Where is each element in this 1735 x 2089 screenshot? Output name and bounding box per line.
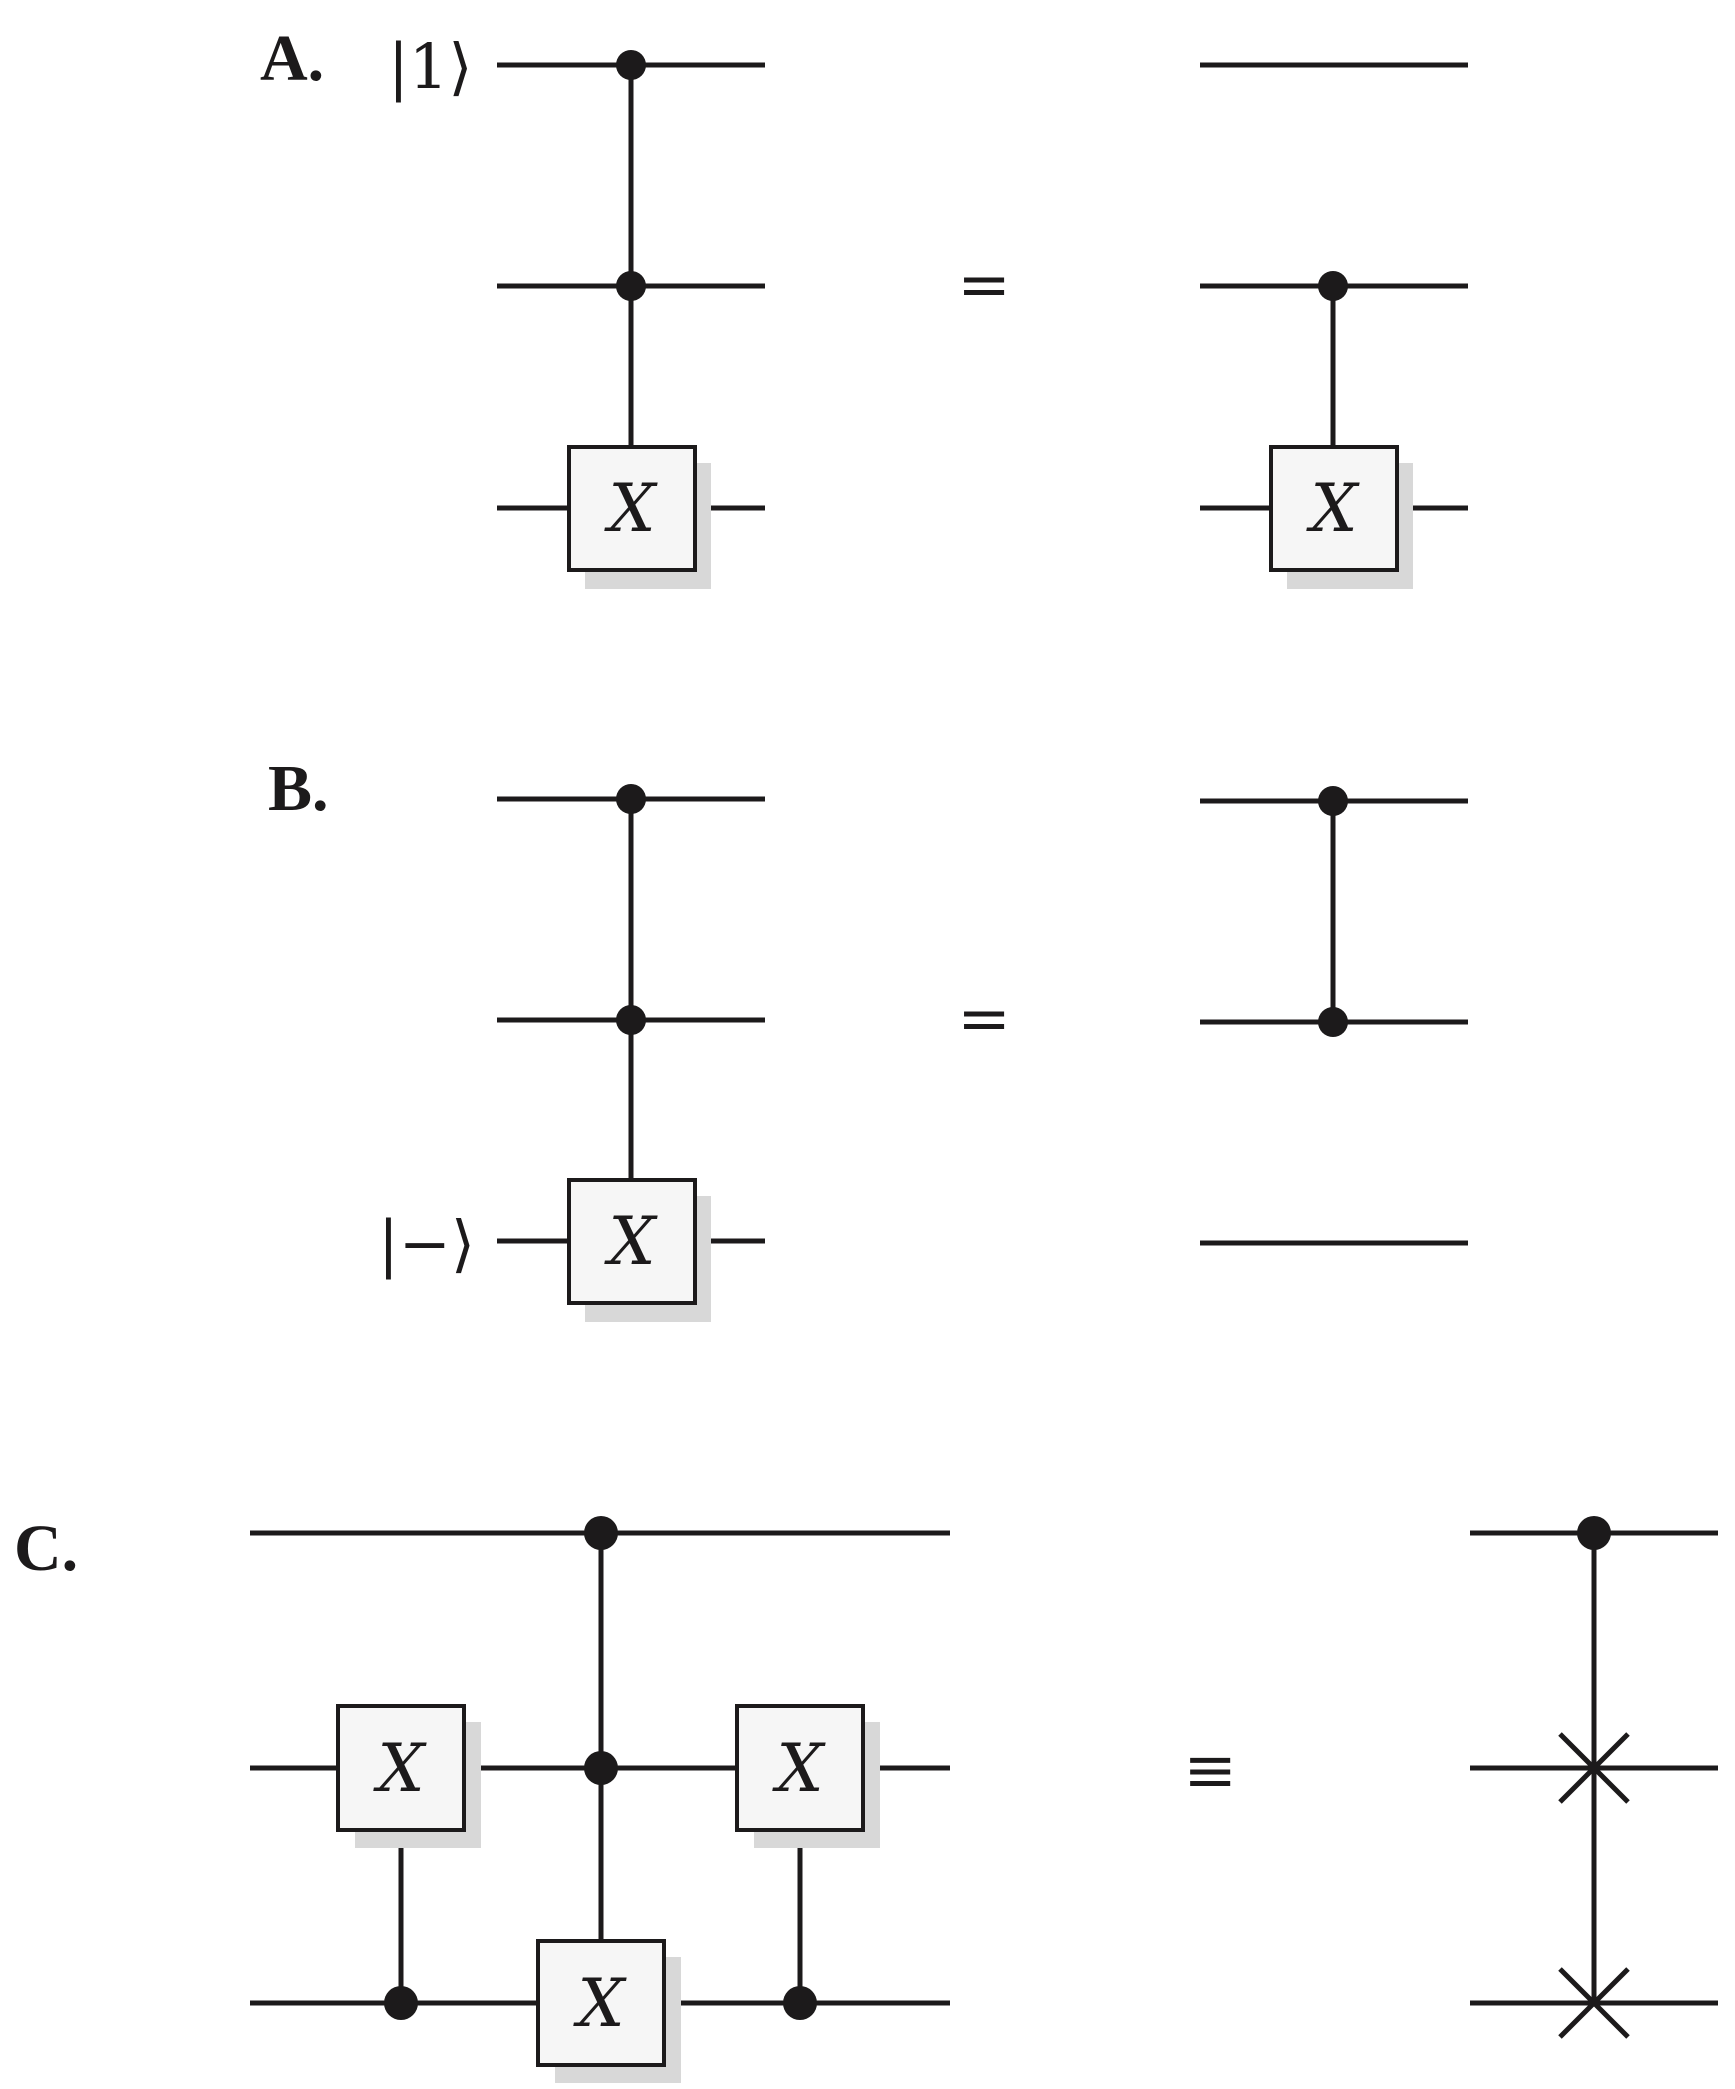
swap-cross <box>1558 1967 1630 2039</box>
panel-a: A. |1⟩ X = X <box>260 22 1468 589</box>
panel-b-left-circuit: X <box>497 784 765 1322</box>
x-gate-label: X <box>772 1730 827 1807</box>
control-dot <box>1577 1516 1611 1550</box>
panel-c-label: C. <box>14 1512 78 1585</box>
control-dot <box>783 1986 817 2020</box>
x-gate: X <box>567 1178 711 1322</box>
x-gate-label: X <box>573 1965 628 2042</box>
control-dot <box>384 1986 418 2020</box>
panel-b-right-circuit <box>1200 786 1468 1246</box>
panel-a-right-circuit: X <box>1200 62 1468 589</box>
x-gate-label: X <box>1306 470 1361 547</box>
panel-b-label: B. <box>268 752 329 825</box>
control-dot <box>616 784 646 814</box>
panel-c-right-circuit <box>1470 1516 1718 2039</box>
panel-a-label: A. <box>260 22 324 95</box>
panel-a-input-ket: |1⟩ <box>388 30 473 103</box>
control-dot <box>616 1005 646 1035</box>
x-gate: X <box>735 1704 880 1848</box>
equals-sign: = <box>957 982 1011 1056</box>
panel-a-left-circuit: X <box>497 50 765 589</box>
x-gate-label: X <box>604 1203 659 1280</box>
panel-c: C. X X <box>14 1512 1718 2083</box>
control-dot <box>616 271 646 301</box>
control-dot <box>1318 786 1348 816</box>
x-gate-label: X <box>604 470 659 547</box>
control-dot <box>1318 1007 1348 1037</box>
equals-sign: = <box>957 248 1011 322</box>
x-gate: X <box>336 1704 481 1848</box>
x-gate: X <box>536 1939 681 2083</box>
control-dot <box>616 50 646 80</box>
panel-b: B. X |−⟩ = <box>268 752 1468 1322</box>
control-dot <box>584 1516 618 1550</box>
control-dot <box>1318 271 1348 301</box>
x-gate: X <box>1269 445 1413 589</box>
panel-b-input-ket: |−⟩ <box>378 1207 475 1280</box>
equivalence-sign: ≡ <box>1183 1734 1237 1808</box>
panel-c-left-circuit: X X X <box>250 1516 950 2083</box>
x-gate: X <box>567 445 711 589</box>
control-dot <box>584 1751 618 1785</box>
swap-cross <box>1558 1732 1630 1804</box>
x-gate-label: X <box>373 1730 428 1807</box>
